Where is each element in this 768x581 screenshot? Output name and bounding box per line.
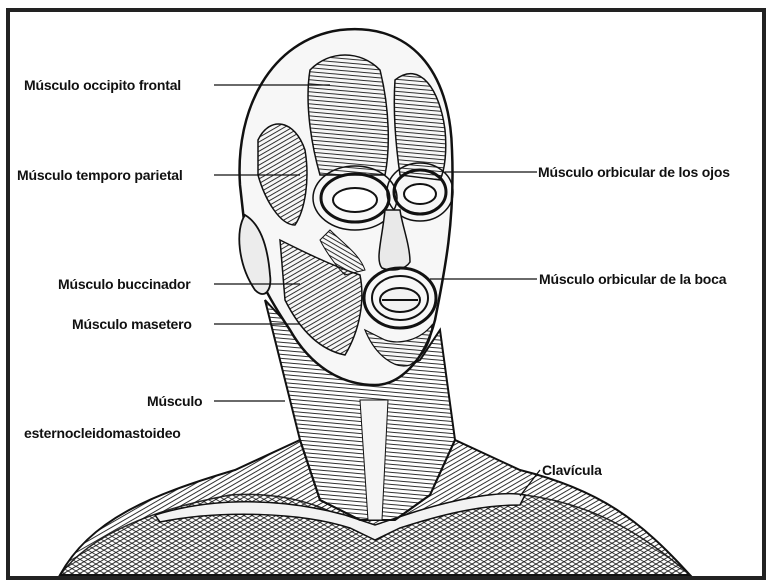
label-buccinador: Músculo buccinador <box>58 276 191 292</box>
head <box>239 29 453 385</box>
label-masetero: Músculo masetero <box>72 316 192 332</box>
label-esterno-line2: esternocleidomastoideo <box>24 425 181 441</box>
label-orbicular-boca: Músculo orbicular de la boca <box>539 271 726 287</box>
label-occipito-frontal: Músculo occipito frontal <box>24 77 181 93</box>
label-clavicula: Clavícula <box>542 462 602 478</box>
label-orbicular-ojos: Músculo orbicular de los ojos <box>538 164 730 180</box>
label-temporo-parietal: Músculo temporo parietal <box>17 167 183 183</box>
label-esterno-line1: Músculo <box>147 393 202 409</box>
